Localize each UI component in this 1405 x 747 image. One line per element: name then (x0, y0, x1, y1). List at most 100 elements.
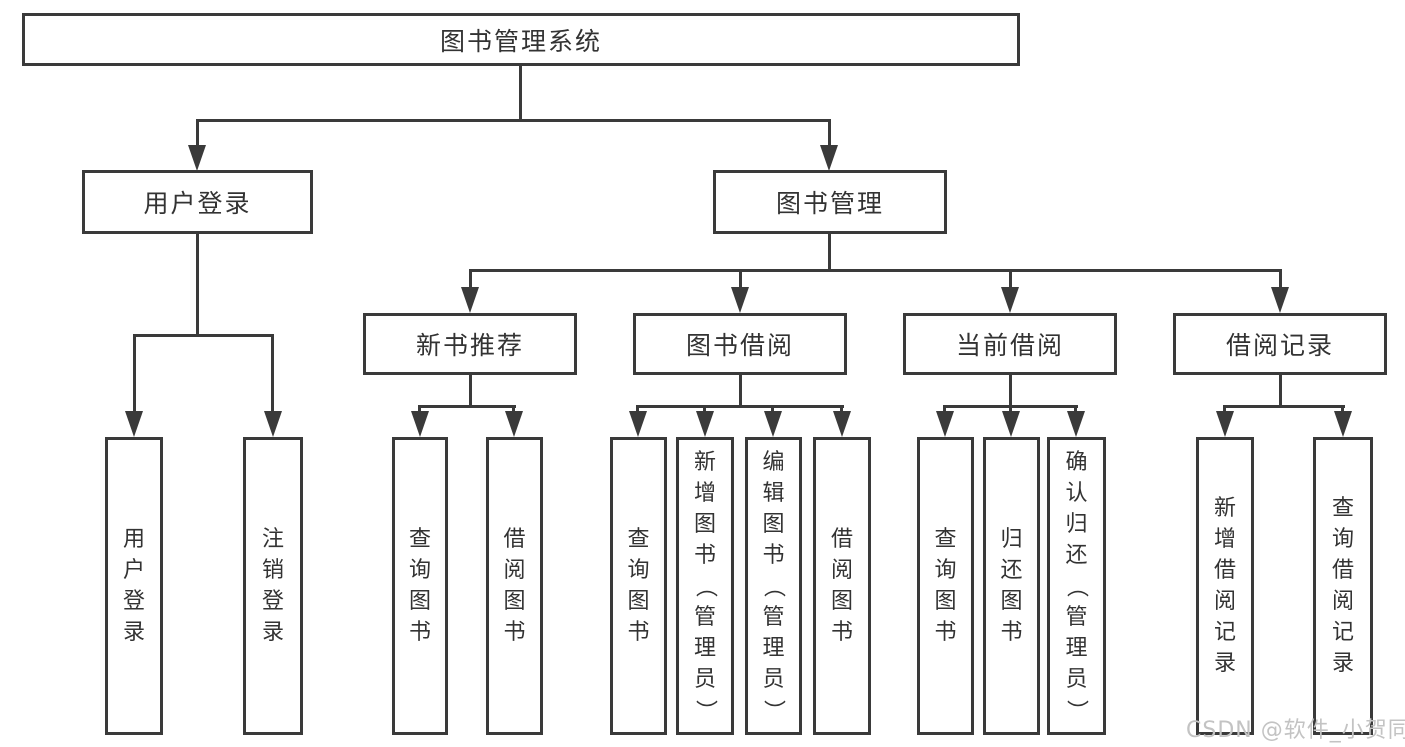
leaf-label-char: 图 (627, 589, 650, 614)
connector-line (1223, 405, 1226, 414)
leaf-user-login: 用户登录 (105, 437, 163, 735)
arrow-down-icon (1271, 287, 1289, 313)
leaf-label-char: 员 (693, 666, 716, 692)
leaf-label-char: 阅 (1331, 589, 1354, 614)
leaf-label-char: 借 (1213, 558, 1236, 583)
leaf-label-char: 书 (627, 620, 650, 645)
leaf-label-char: 查 (627, 527, 650, 552)
arrow-down-icon (820, 145, 838, 171)
leaf-label-char: ） (692, 698, 718, 722)
leaf-label-char: 询 (1331, 527, 1354, 552)
leaf-label-char: 借 (1331, 558, 1354, 583)
leaf-label-char: 图 (693, 511, 716, 537)
leaf-label-char: 归 (1065, 511, 1088, 537)
leaf-label-char: 查 (934, 527, 957, 552)
leaf-label-char: 书 (1000, 620, 1023, 645)
connector-line (196, 119, 199, 149)
connector-line (418, 405, 421, 414)
leaf-label-char: 图 (762, 511, 785, 537)
leaf-logout: 注销登录 (243, 437, 303, 735)
connector-line (828, 234, 831, 272)
connector-line (418, 405, 516, 408)
arrow-down-icon (833, 411, 851, 437)
connector-line (133, 334, 274, 337)
arrow-down-icon (764, 411, 782, 437)
arrow-down-icon (505, 411, 523, 437)
connector-line (519, 66, 522, 119)
leaf-label-char: 询 (627, 558, 650, 583)
leaf-label-char: 新 (693, 449, 716, 475)
leaf-label-char: 登 (122, 589, 145, 614)
leaf-label-char: 图 (1000, 589, 1023, 614)
leaf-label-char: 编 (762, 449, 785, 475)
leaf-label-char: （ (692, 574, 718, 598)
leaf-label-char: 注 (261, 527, 284, 552)
connector-line (1341, 405, 1344, 414)
leaf-label-char: 确 (1065, 449, 1088, 475)
connector-line (739, 375, 742, 407)
node-borrowing-records: 借阅记录 (1173, 313, 1387, 375)
leaf-label-char: 询 (934, 558, 957, 583)
connector-line (1279, 375, 1282, 407)
connector-line (1009, 269, 1012, 291)
leaf-cb-query-books: 查询图书 (917, 437, 974, 735)
leaf-label-char: 新 (1213, 496, 1236, 521)
leaf-label-char: 员 (1065, 666, 1088, 692)
leaf-label-char: 书 (830, 620, 853, 645)
leaf-label-char: 图 (408, 589, 431, 614)
leaf-label-char: 员 (762, 666, 785, 692)
leaf-label-char: 书 (762, 542, 785, 568)
leaf-label-char: 查 (1331, 496, 1354, 521)
leaf-label-char: 书 (503, 620, 526, 645)
leaf-label-char: 录 (1331, 651, 1354, 676)
connector-line (469, 269, 472, 291)
leaf-label-char: （ (1063, 574, 1089, 598)
connector-line (828, 119, 831, 149)
connector-line (1074, 405, 1077, 414)
connector-line (943, 405, 1078, 408)
leaf-label-char: 图 (830, 589, 853, 614)
leaf-label-char: 借 (503, 527, 526, 552)
connector-line (771, 405, 774, 414)
connector-line (512, 405, 515, 414)
leaf-label-char: 理 (693, 635, 716, 661)
connector-line (1223, 405, 1345, 408)
connector-line (469, 269, 1282, 272)
leaf-nb-query-books: 查询图书 (392, 437, 448, 735)
leaf-label-char: （ (760, 574, 786, 598)
leaf-label-char: 查 (408, 527, 431, 552)
arrow-down-icon (731, 287, 749, 313)
connector-line (271, 334, 274, 412)
leaf-label-char: 书 (693, 542, 716, 568)
arrow-down-icon (461, 287, 479, 313)
connector-line (739, 269, 742, 291)
leaf-nb-borrow-books: 借阅图书 (486, 437, 543, 735)
leaf-label-char: 记 (1213, 620, 1236, 645)
connector-line (636, 405, 639, 414)
leaf-label-char: 借 (830, 527, 853, 552)
connector-line (1279, 269, 1282, 291)
leaf-label-char: 管 (1065, 604, 1088, 630)
csdn-watermark: CSDN @软件_小贺同学 (1186, 718, 1405, 743)
leaf-label-char: ） (760, 698, 786, 722)
arrow-down-icon (1216, 411, 1234, 437)
leaf-label-char: 销 (261, 558, 284, 583)
leaf-bb-edit-books-admin: 编辑图书（管理员） (745, 437, 802, 735)
connector-line (943, 405, 946, 414)
leaf-label-char: 增 (693, 480, 716, 506)
leaf-label-char: 管 (693, 604, 716, 630)
leaf-bb-add-books-admin: 新增图书 （ 管理员 ） (676, 437, 734, 735)
arrow-down-icon (188, 145, 206, 171)
leaf-label-char: 询 (408, 558, 431, 583)
connector-line (196, 119, 831, 122)
leaf-label-char: 阅 (503, 558, 526, 583)
connector-line (1009, 405, 1012, 414)
connector-line (469, 375, 472, 407)
leaf-label-char: 书 (934, 620, 957, 645)
leaf-label-char: 登 (261, 589, 284, 614)
leaf-label-char: 录 (261, 620, 284, 645)
leaf-label-char: 还 (1065, 542, 1088, 568)
arrow-down-icon (936, 411, 954, 437)
leaf-label-char: 管 (762, 604, 785, 630)
